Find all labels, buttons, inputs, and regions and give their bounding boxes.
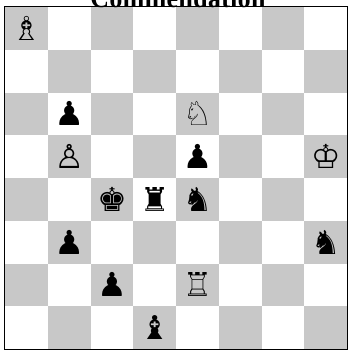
square-e7[interactable] bbox=[176, 50, 219, 93]
square-h5[interactable]: ♔ bbox=[304, 135, 347, 178]
square-c1[interactable] bbox=[91, 306, 134, 349]
square-b5[interactable]: ♙ bbox=[48, 135, 91, 178]
black-pawn-icon[interactable]: ♟ bbox=[183, 140, 213, 173]
square-e3[interactable] bbox=[176, 221, 219, 264]
white-knight-icon[interactable]: ♘ bbox=[183, 97, 213, 130]
square-d8[interactable] bbox=[133, 7, 176, 50]
square-a7[interactable] bbox=[5, 50, 48, 93]
square-f8[interactable] bbox=[219, 7, 262, 50]
square-e1[interactable] bbox=[176, 306, 219, 349]
square-d2[interactable] bbox=[133, 264, 176, 307]
square-g7[interactable] bbox=[262, 50, 305, 93]
black-pawn-icon[interactable]: ♟ bbox=[97, 268, 127, 301]
square-e4[interactable]: ♞ bbox=[176, 178, 219, 221]
square-f5[interactable] bbox=[219, 135, 262, 178]
square-d4[interactable]: ♜ bbox=[133, 178, 176, 221]
square-e8[interactable] bbox=[176, 7, 219, 50]
chessboard: ♗ ♟ ♘ ♙ ♟ ♔ ♚ ♜ ♞ ♟ ♞ ♟ ♖ ♝ bbox=[4, 6, 348, 350]
white-rook-icon[interactable]: ♖ bbox=[183, 268, 213, 301]
square-c6[interactable] bbox=[91, 93, 134, 136]
square-d3[interactable] bbox=[133, 221, 176, 264]
square-h3[interactable]: ♞ bbox=[304, 221, 347, 264]
black-bishop-icon[interactable]: ♝ bbox=[140, 311, 170, 344]
square-d1[interactable]: ♝ bbox=[133, 306, 176, 349]
square-c3[interactable] bbox=[91, 221, 134, 264]
square-a1[interactable] bbox=[5, 306, 48, 349]
square-b1[interactable] bbox=[48, 306, 91, 349]
square-b4[interactable] bbox=[48, 178, 91, 221]
white-king-icon[interactable]: ♔ bbox=[311, 140, 341, 173]
square-f6[interactable] bbox=[219, 93, 262, 136]
white-pawn-icon[interactable]: ♙ bbox=[54, 140, 84, 173]
square-g3[interactable] bbox=[262, 221, 305, 264]
square-h4[interactable] bbox=[304, 178, 347, 221]
square-f3[interactable] bbox=[219, 221, 262, 264]
black-rook-icon[interactable]: ♜ bbox=[140, 183, 170, 216]
square-h1[interactable] bbox=[304, 306, 347, 349]
black-knight-icon[interactable]: ♞ bbox=[183, 183, 213, 216]
square-f2[interactable] bbox=[219, 264, 262, 307]
square-c2[interactable]: ♟ bbox=[91, 264, 134, 307]
black-pawn-icon[interactable]: ♟ bbox=[54, 97, 84, 130]
square-h8[interactable] bbox=[304, 7, 347, 50]
square-f1[interactable] bbox=[219, 306, 262, 349]
square-c4[interactable]: ♚ bbox=[91, 178, 134, 221]
square-e6[interactable]: ♘ bbox=[176, 93, 219, 136]
square-h6[interactable] bbox=[304, 93, 347, 136]
square-d5[interactable] bbox=[133, 135, 176, 178]
square-h2[interactable] bbox=[304, 264, 347, 307]
square-a3[interactable] bbox=[5, 221, 48, 264]
square-c7[interactable] bbox=[91, 50, 134, 93]
square-g8[interactable] bbox=[262, 7, 305, 50]
square-g6[interactable] bbox=[262, 93, 305, 136]
square-g1[interactable] bbox=[262, 306, 305, 349]
black-pawn-icon[interactable]: ♟ bbox=[54, 226, 84, 259]
square-b7[interactable] bbox=[48, 50, 91, 93]
square-c8[interactable] bbox=[91, 7, 134, 50]
square-b3[interactable]: ♟ bbox=[48, 221, 91, 264]
black-knight-icon[interactable]: ♞ bbox=[311, 226, 341, 259]
square-g2[interactable] bbox=[262, 264, 305, 307]
diagram-caption: Commendation bbox=[0, 0, 356, 12]
square-d6[interactable] bbox=[133, 93, 176, 136]
square-a6[interactable] bbox=[5, 93, 48, 136]
square-b2[interactable] bbox=[48, 264, 91, 307]
white-bishop-icon[interactable]: ♗ bbox=[12, 12, 42, 45]
square-g4[interactable] bbox=[262, 178, 305, 221]
square-h7[interactable] bbox=[304, 50, 347, 93]
square-a4[interactable] bbox=[5, 178, 48, 221]
square-a2[interactable] bbox=[5, 264, 48, 307]
square-a5[interactable] bbox=[5, 135, 48, 178]
square-g5[interactable] bbox=[262, 135, 305, 178]
square-e5[interactable]: ♟ bbox=[176, 135, 219, 178]
square-b8[interactable] bbox=[48, 7, 91, 50]
square-f4[interactable] bbox=[219, 178, 262, 221]
square-a8[interactable]: ♗ bbox=[5, 7, 48, 50]
square-b6[interactable]: ♟ bbox=[48, 93, 91, 136]
square-e2[interactable]: ♖ bbox=[176, 264, 219, 307]
square-c5[interactable] bbox=[91, 135, 134, 178]
square-d7[interactable] bbox=[133, 50, 176, 93]
black-king-icon[interactable]: ♚ bbox=[97, 183, 127, 216]
square-f7[interactable] bbox=[219, 50, 262, 93]
